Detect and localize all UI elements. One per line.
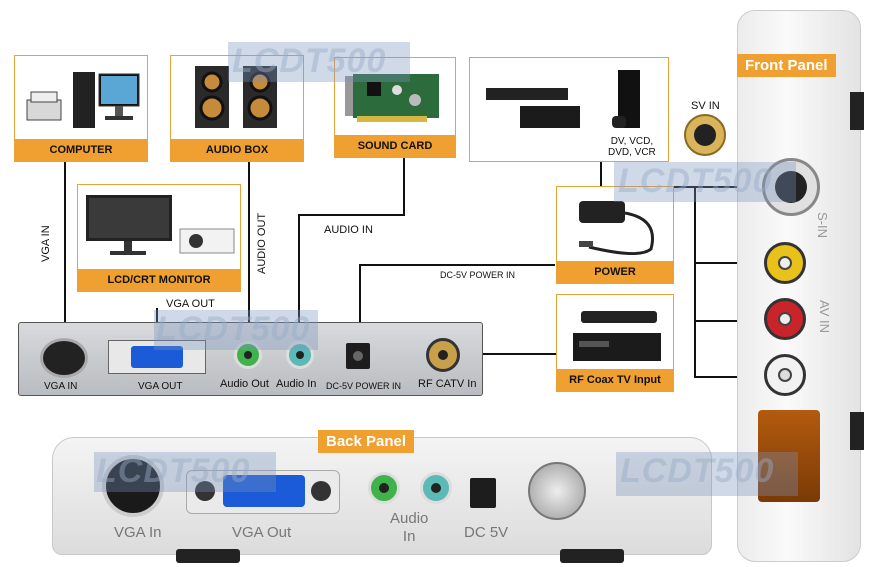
audio-in-port[interactable]: [286, 341, 314, 369]
wire-audio-in-up: [403, 158, 405, 216]
tv-receiver-icon: [573, 311, 661, 361]
front-panel-side-tab-1: [850, 92, 864, 130]
watermark-2: LCDT500: [618, 162, 773, 200]
back-panel-foot-right: [560, 549, 624, 563]
back-audio-in-port[interactable]: [420, 472, 452, 504]
monitor-box: LCD/CRT MONITOR: [77, 184, 241, 292]
wire-av-yellow: [694, 262, 754, 264]
wire-dc-h: [359, 264, 555, 266]
wire-audio-out: [248, 162, 250, 342]
watermark-5: LCDT500: [620, 452, 775, 490]
dc-port[interactable]: [346, 343, 370, 369]
back-vga-in-port[interactable]: [102, 455, 164, 517]
wire-label-audio-in: AUDIO IN: [324, 224, 373, 236]
back-vga-in-label: VGA In: [114, 524, 162, 541]
back-vga-out-port[interactable]: [186, 470, 340, 514]
front-ir-window: [758, 410, 820, 502]
vga-out-port-label: VGA OUT: [138, 381, 183, 392]
wire-label-dc: DC-5V POWER IN: [440, 270, 516, 280]
back-audio-in-label: Audio In: [390, 510, 429, 545]
front-s-in-label: S-IN: [815, 212, 830, 238]
wire-av-white: [694, 376, 754, 378]
speakers-icon: [195, 66, 277, 128]
audio-box: AUDIO BOX: [170, 55, 304, 162]
monitor-icon: [86, 195, 235, 255]
computer-icon: [26, 72, 140, 128]
sv-in-label: SV IN: [691, 100, 720, 112]
audio-out-port-label: Audio Out: [220, 378, 269, 390]
wire-label-audio-out: AUDIO OUT: [256, 212, 268, 274]
vga-in-port[interactable]: [40, 338, 88, 378]
watermark-bg-2: [614, 162, 796, 202]
wire-label-vga-in: VGA IN: [40, 225, 52, 262]
audio-box-label: AUDIO BOX: [171, 139, 303, 161]
computer-box: COMPUTER: [14, 55, 148, 162]
back-vga-out-label: VGA Out: [232, 524, 292, 541]
vga-out-port[interactable]: [108, 340, 206, 374]
power-box: POWER: [556, 186, 674, 284]
dvd-box: DV, VCD, DVD, VCR: [469, 57, 669, 162]
back-rf-port[interactable]: [528, 462, 586, 520]
front-av-yellow-port[interactable]: [764, 242, 806, 284]
rf-box: RF Coax TV Input: [556, 294, 674, 392]
rf-label: RF Coax TV Input: [557, 369, 673, 391]
dc-port-label: DC-5V POWER IN: [326, 381, 402, 391]
audio-in-port-label: Audio In: [276, 378, 317, 390]
wire-rf: [470, 353, 556, 355]
back-panel-title: Back Panel: [318, 430, 415, 453]
wire-dvd-v: [600, 162, 602, 188]
sv-connector-icon: [684, 114, 726, 156]
back-audio-out-port[interactable]: [368, 472, 400, 504]
wire-audio-in-h: [298, 214, 404, 216]
wire-av-bus: [694, 186, 696, 376]
watermark-bg-4: [94, 452, 276, 492]
front-s-in-port[interactable]: [762, 158, 820, 216]
audio-out-port[interactable]: [234, 341, 262, 369]
wire-vga-in: [64, 162, 66, 342]
back-dc-label: DC 5V: [464, 524, 509, 541]
rf-port-label: RF CATV In: [418, 378, 477, 390]
sound-card-icon: [345, 74, 439, 122]
sound-card-label: SOUND CARD: [335, 135, 455, 157]
watermark-4: LCDT500: [96, 452, 251, 490]
back-dc-port[interactable]: [470, 478, 496, 508]
power-adapter-icon: [579, 201, 654, 256]
front-av-in-label: AV IN: [817, 300, 832, 333]
front-av-red-port[interactable]: [764, 298, 806, 340]
front-av-white-port[interactable]: [764, 354, 806, 396]
dvd-label: DV, VCD, DVD, VCR: [608, 136, 656, 158]
wire-dc-v: [359, 264, 361, 342]
dvd-player-icon: [486, 70, 640, 128]
front-panel-side-tab-2: [850, 412, 864, 450]
watermark-bg-1: [228, 42, 410, 82]
sound-card-box: SOUND CARD: [334, 57, 456, 158]
monitor-label: LCD/CRT MONITOR: [78, 269, 240, 291]
computer-label: COMPUTER: [15, 139, 147, 161]
front-panel-title: Front Panel: [737, 54, 836, 77]
wire-label-vga-out: VGA OUT: [166, 298, 215, 310]
watermark-1: LCDT500: [232, 42, 387, 80]
watermark-bg-5: [616, 452, 798, 496]
wire-audio-in-v: [298, 214, 300, 342]
vga-in-port-label: VGA IN: [44, 381, 78, 392]
back-panel-foot-left: [176, 549, 240, 563]
watermark-3: LCDT500: [156, 310, 311, 348]
power-label: POWER: [557, 261, 673, 283]
watermark-bg-3: [154, 310, 318, 350]
rf-port[interactable]: [426, 338, 460, 372]
wire-av-red: [694, 320, 754, 322]
